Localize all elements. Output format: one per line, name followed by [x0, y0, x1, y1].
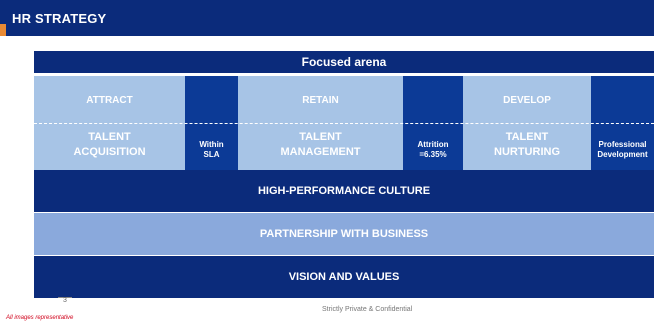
pillar-attract-line2: ACQUISITION: [73, 146, 146, 159]
page-title: HR STRATEGY: [12, 11, 107, 26]
metric-professional-development-line1: Professional: [598, 140, 647, 150]
metric-within-sla-line1: Within: [199, 140, 224, 150]
focused-arena-banner: Focused arena: [34, 51, 654, 73]
metric-professional-development-line2: Development: [597, 150, 648, 159]
pillar-develop-line2: NURTURING: [494, 146, 560, 159]
images-disclaimer: All images representative: [6, 315, 74, 321]
pillar-retain-line1: TALENT: [299, 131, 342, 143]
pillar-divider: [34, 123, 654, 124]
band-high-performance-culture: HIGH-PERFORMANCE CULTURE: [34, 170, 654, 212]
pillar-retain-line2: MANAGEMENT: [280, 146, 361, 159]
page-number-rule: [58, 297, 72, 298]
pillar-attract-line1: TALENT: [88, 131, 131, 143]
header-bar: [0, 0, 654, 36]
confidential-notice: Strictly Private & Confidential: [322, 306, 413, 313]
page-number: 3: [63, 297, 67, 304]
header-accent: [0, 24, 6, 36]
pillar-develop-line1: TALENT: [505, 131, 549, 143]
metric-within-sla-line2: SLA: [203, 150, 220, 159]
metric-attrition-line1: Attrition: [417, 140, 449, 150]
pillar-develop-label: DEVELOP: [503, 94, 551, 106]
pillar-retain-label: RETAIN: [302, 94, 339, 106]
band-vision-and-values: VISION AND VALUES: [34, 256, 654, 298]
metric-attrition-line2: =6.35%: [419, 150, 447, 159]
pillar-attract-label: ATTRACT: [86, 94, 133, 106]
band-partnership-with-business: PARTNERSHIP WITH BUSINESS: [34, 213, 654, 255]
